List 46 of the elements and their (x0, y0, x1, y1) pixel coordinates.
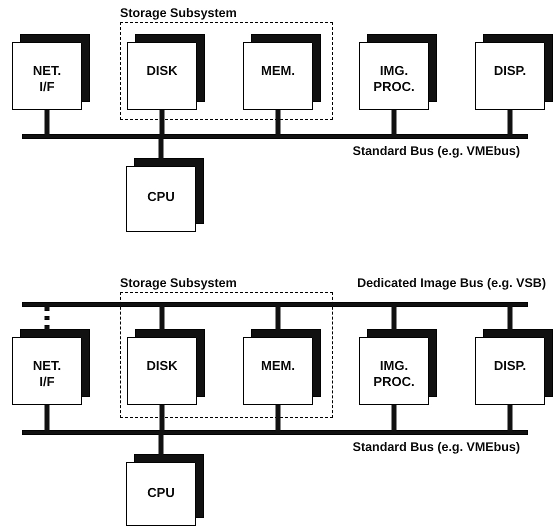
bus-connector (276, 405, 280, 430)
module-label: DISP. (494, 63, 526, 79)
module-box (243, 34, 321, 110)
bus-label: Standard Bus (e.g. VMEbus) (352, 440, 520, 454)
bus-connector (508, 110, 512, 134)
bus-connector (158, 435, 164, 454)
subsystem-label: Storage Subsystem (120, 276, 237, 290)
module-box (127, 329, 205, 405)
module-label: CPU (147, 485, 175, 501)
module-label: DISP. (494, 358, 526, 374)
bus-label: Standard Bus (e.g. VMEbus) (352, 144, 520, 158)
bus-connector (392, 405, 396, 430)
bus-connector (160, 307, 164, 329)
bus-connector (160, 405, 164, 430)
bus-connector (392, 307, 396, 329)
module-box (12, 34, 90, 110)
module-box (475, 34, 553, 110)
module-box (12, 329, 90, 405)
subsystem-label: Storage Subsystem (120, 6, 237, 20)
bus-connector (44, 110, 50, 134)
bus-connector (508, 405, 512, 430)
bus-connector (276, 307, 280, 329)
bus-label: Dedicated Image Bus (e.g. VSB) (357, 276, 546, 290)
bus-connector (44, 405, 50, 430)
module-label: IMG. PROC. (372, 358, 416, 390)
module-box (475, 329, 553, 405)
dashed-connector (44, 307, 50, 329)
module-label: MEM. (261, 358, 295, 374)
module-box (126, 454, 204, 526)
module-box (359, 329, 437, 405)
module-label: NET. I/F (32, 358, 62, 390)
module-label: IMG. PROC. (372, 63, 416, 95)
module-box (127, 34, 205, 110)
bus-connector (508, 307, 512, 329)
module-label: NET. I/F (32, 63, 62, 95)
module-label: DISK (146, 63, 178, 79)
module-box (126, 158, 204, 232)
module-box (359, 34, 437, 110)
module-box (243, 329, 321, 405)
bus-connector (160, 110, 164, 134)
module-label: MEM. (261, 63, 295, 79)
bus-connector (392, 110, 396, 134)
bus-connector (158, 139, 164, 158)
bus-connector (276, 110, 280, 134)
module-label: DISK (146, 358, 178, 374)
module-label: CPU (147, 189, 175, 205)
